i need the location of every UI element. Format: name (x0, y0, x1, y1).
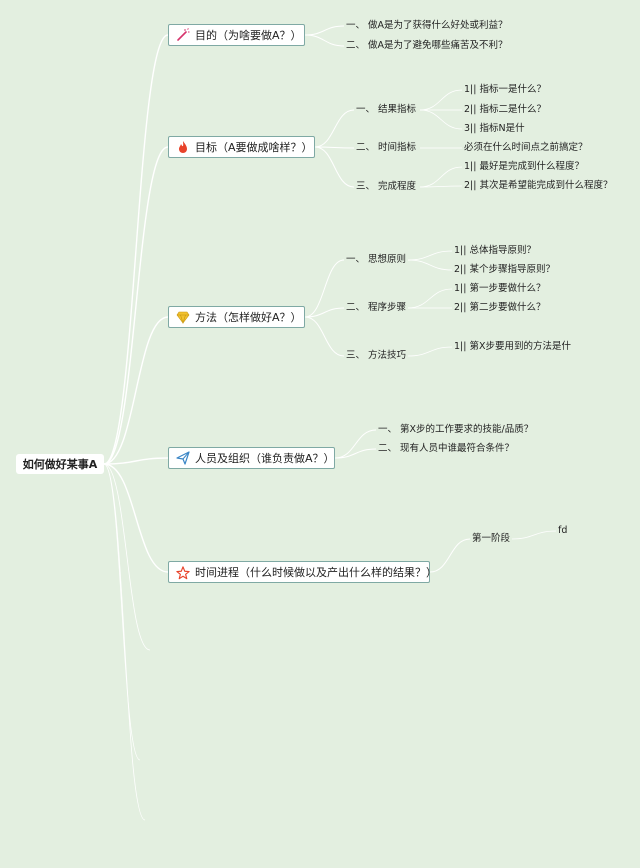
connector-line (407, 250, 453, 261)
method-principle-child-1[interactable]: 1|| 总体指导原则？ (454, 245, 536, 256)
method-steps-child-2[interactable]: 2|| 第二步要做什么？ (454, 302, 546, 313)
purpose-item-2[interactable]: 二、 做A是为了避免哪些痛苦及不利？ (346, 40, 508, 51)
purpose-item-1[interactable]: 一、 做A是为了获得什么好处或利益？ (346, 20, 508, 31)
branch-schedule[interactable]: 时间进程（什么时候做以及产出什么样的结果？） (168, 561, 437, 583)
magic-wand-icon (176, 28, 190, 42)
goal-time-child-1[interactable]: 必须在什么时间点之前搞定？ (464, 142, 588, 153)
connector-line (334, 448, 377, 459)
connector-line (407, 346, 453, 357)
connector-line (407, 259, 453, 271)
branch-label: 人员及组织（谁负责做A？） (195, 452, 335, 465)
connector-line (419, 185, 463, 188)
method-item-principle[interactable]: 一、 思想原则 (346, 254, 407, 265)
branch-label: 目的（为啥要做A？） (195, 29, 302, 42)
people-item-2[interactable]: 二、 现有人员中谁最符合条件？ (378, 443, 515, 454)
branch-label: 方法（怎样做好A？） (195, 311, 302, 324)
connector-line (304, 34, 345, 47)
connector-line (314, 109, 355, 148)
connector-line (304, 259, 345, 318)
connector-line (314, 146, 355, 188)
connector-line (103, 146, 169, 465)
method-principle-child-2[interactable]: 2|| 某个步骤指导原则？ (454, 264, 555, 275)
connector-line (103, 463, 141, 761)
branch-method[interactable]: 方法（怎样做好A？） (168, 306, 305, 328)
goal-item-degree[interactable]: 三、 完成程度 (356, 181, 417, 192)
connector-line (103, 457, 169, 465)
goal-item-result[interactable]: 一、 结果指标 (356, 104, 417, 115)
connector-line (304, 316, 345, 357)
method-steps-child-1[interactable]: 1|| 第一步要做什么？ (454, 283, 546, 294)
branch-label: 时间进程（什么时候做以及产出什么样的结果？） (195, 566, 437, 579)
schedule-item-stage-1[interactable]: 第一阶段 (472, 533, 511, 544)
connector-line (429, 538, 471, 573)
method-skills-child-1[interactable]: 1|| 第X步要用到的方法是什 (454, 341, 571, 352)
goal-result-child-1[interactable]: 1|| 指标一是什么？ (464, 84, 546, 95)
branch-purpose[interactable]: 目的（为啥要做A？） (168, 24, 305, 46)
root-node[interactable]: 如何做好某事A (16, 454, 104, 474)
connector-line (103, 34, 169, 465)
connector-line (304, 307, 345, 318)
goal-result-child-2[interactable]: 2|| 指标二是什么？ (464, 104, 546, 115)
connector-line (314, 146, 355, 149)
connector-line (419, 109, 463, 130)
connector-line (103, 463, 146, 821)
gem-icon (176, 310, 190, 324)
star-icon (176, 565, 190, 580)
connector-line (103, 463, 169, 573)
connector-line (419, 166, 463, 188)
connector-line (334, 429, 377, 459)
root-label: 如何做好某事A (22, 458, 98, 471)
flame-icon (176, 140, 190, 154)
paper-plane-icon (176, 451, 190, 465)
goal-result-child-3[interactable]: 3|| 指标N是什 (464, 123, 525, 134)
connector-line (407, 288, 453, 309)
method-item-skills[interactable]: 三、 方法技巧 (346, 350, 407, 361)
connector-line (103, 463, 151, 651)
connector-line (419, 89, 463, 111)
goal-degree-child-2[interactable]: 2|| 其次是希望能完成到什么程度？ (464, 180, 613, 191)
method-item-steps[interactable]: 二、 程序步骤 (346, 302, 407, 313)
connector-line (511, 530, 557, 540)
people-item-1[interactable]: 一、 第X步的工作要求的技能/品质？ (378, 424, 534, 435)
goal-degree-child-1[interactable]: 1|| 最好是完成到什么程度？ (464, 161, 584, 172)
schedule-stage-1-child[interactable]: fd (558, 525, 568, 536)
branch-goal[interactable]: 目标（A要做成啥样？） (168, 136, 315, 158)
goal-item-time[interactable]: 二、 时间指标 (356, 142, 417, 153)
connector-line (103, 316, 169, 465)
branch-people[interactable]: 人员及组织（谁负责做A？） (168, 447, 335, 469)
branch-label: 目标（A要做成啥样？） (195, 141, 313, 154)
connector-line (304, 25, 345, 36)
